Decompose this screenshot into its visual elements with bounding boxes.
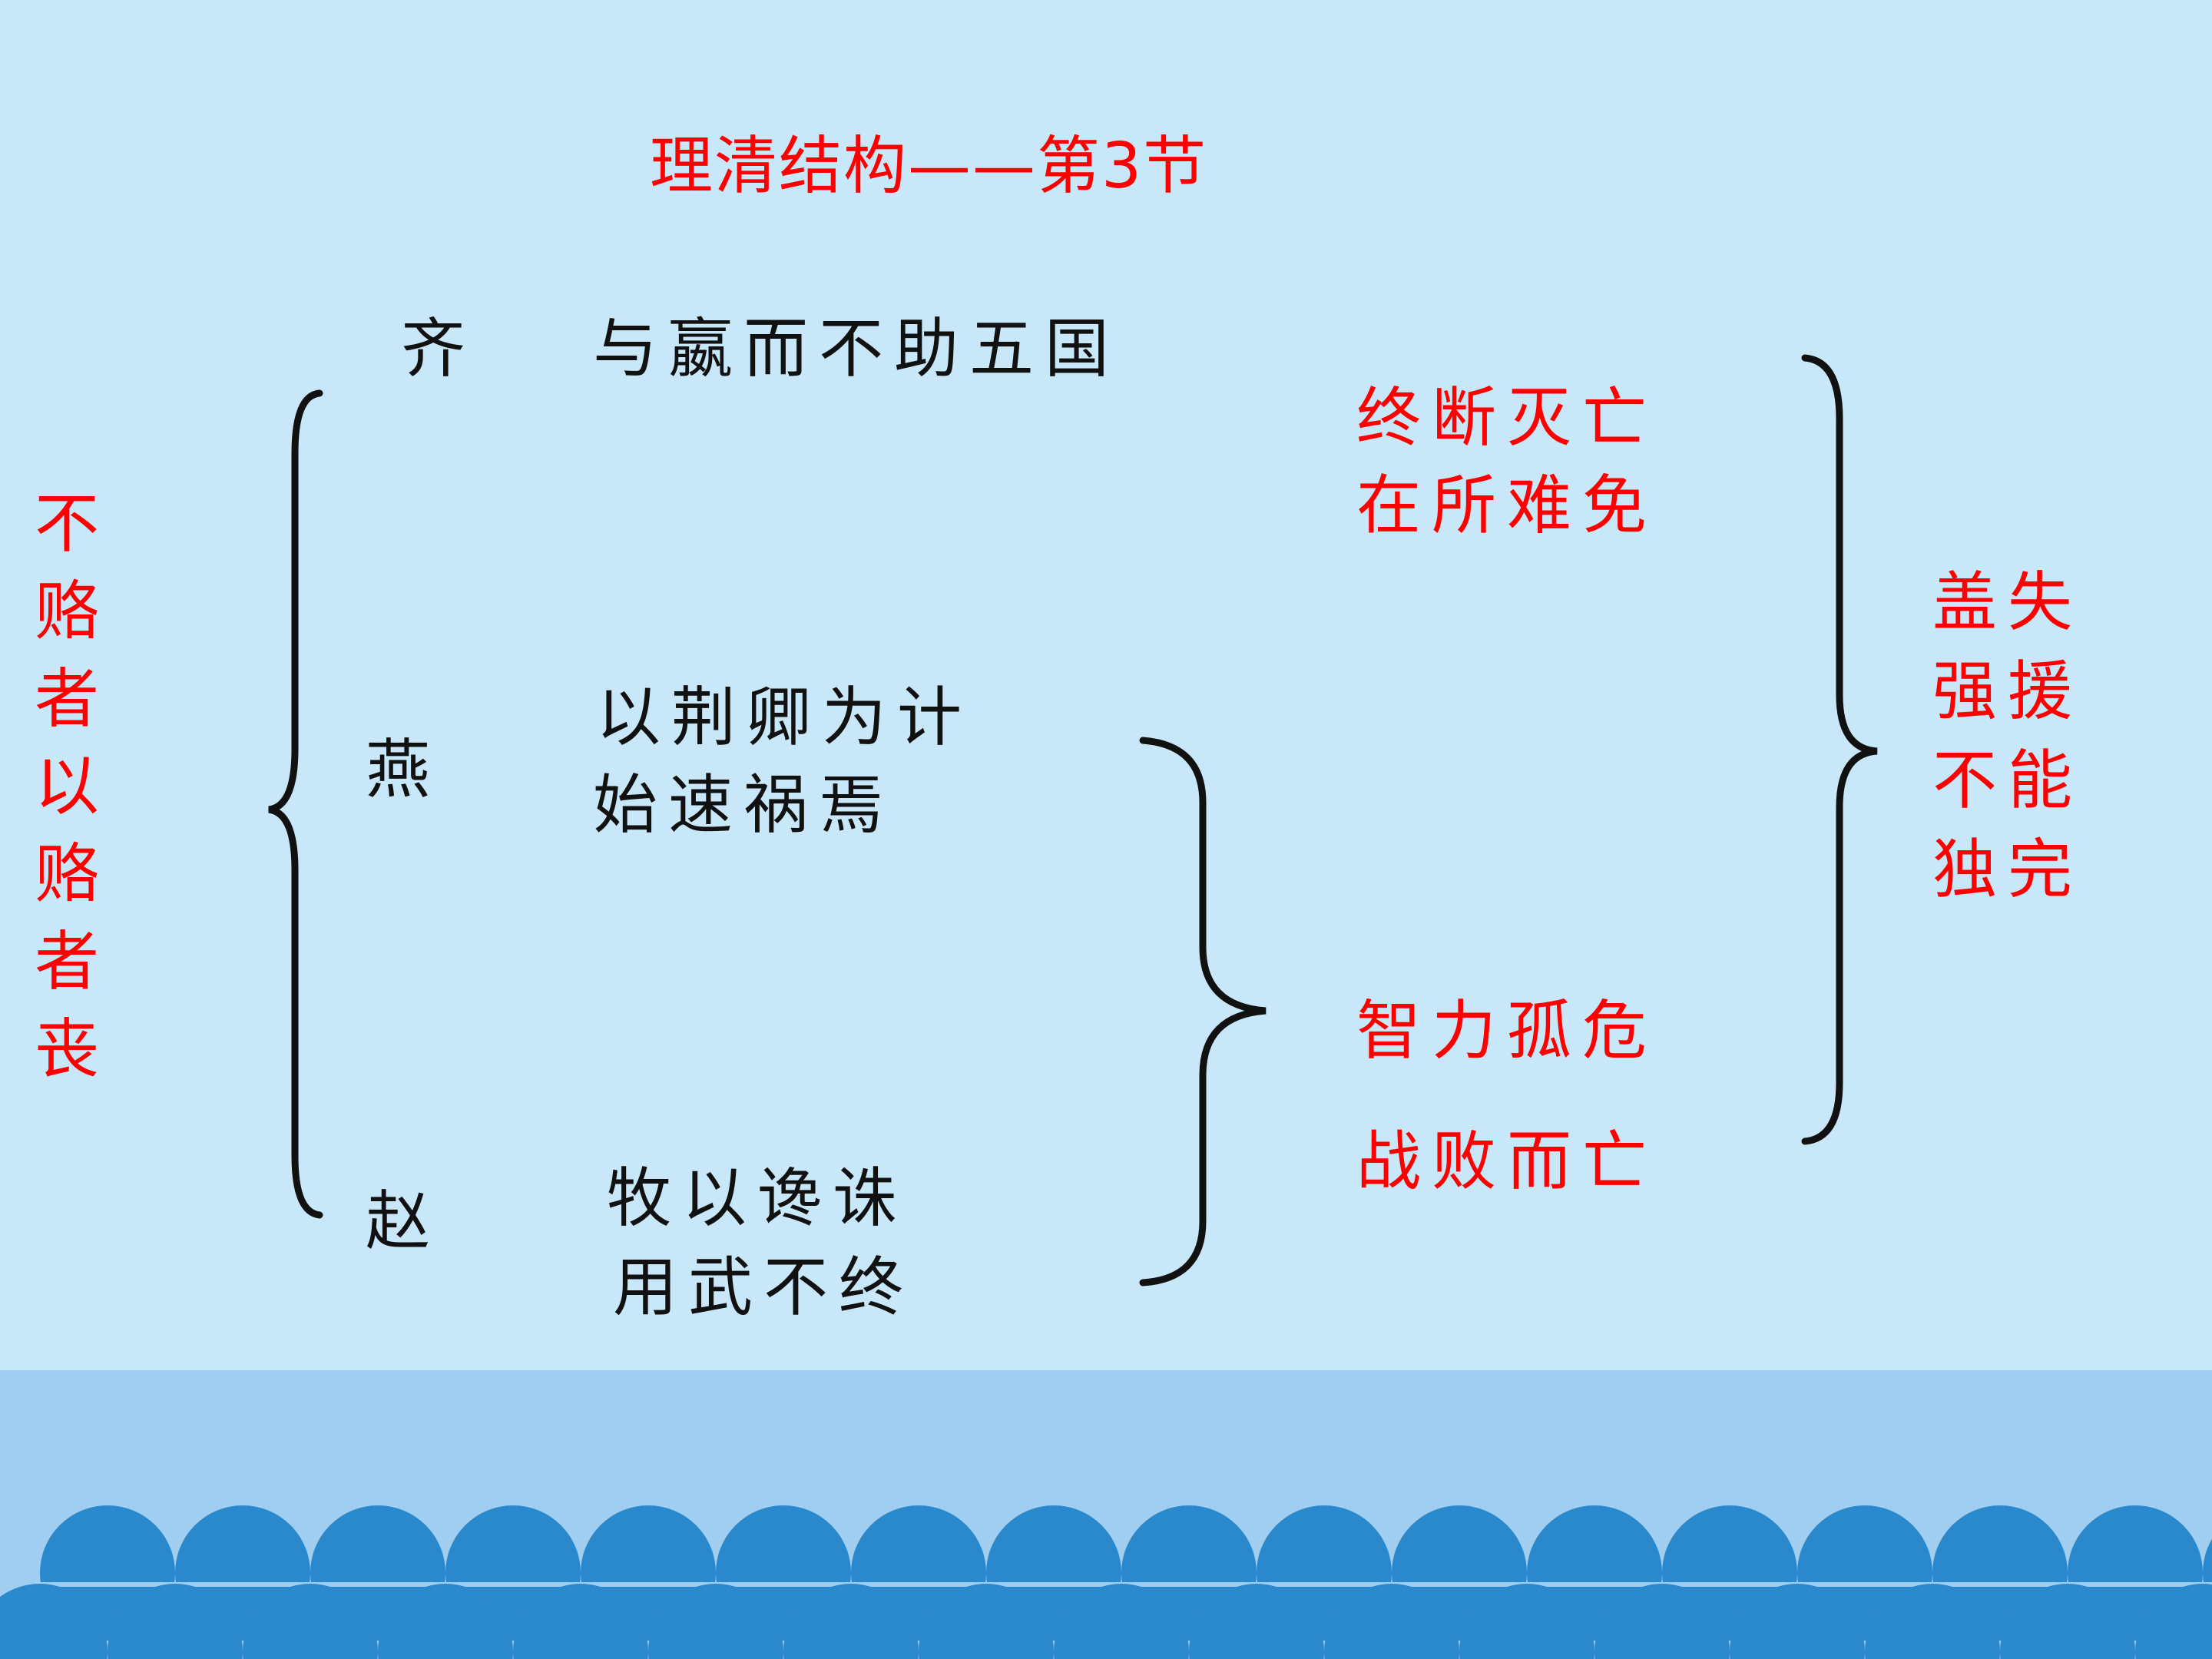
wave-scale <box>2135 1584 2212 1659</box>
result-qi-line-1: 终断灭亡 <box>1356 380 1658 455</box>
right-summary-line-2: 强援 <box>1932 654 2084 729</box>
wave-scale <box>1459 1584 1594 1659</box>
right-summary-line-3: 不能 <box>1932 743 2084 818</box>
wave-scale <box>108 1584 243 1659</box>
wave-scale <box>1865 1584 2000 1659</box>
wave-scale <box>243 1584 378 1659</box>
slide-title: 理清结构——第3节 <box>650 130 1208 203</box>
wave-scale <box>1189 1584 1324 1659</box>
left-brace <box>268 389 323 1219</box>
right-summary-line-1: 盖失 <box>1932 565 2084 640</box>
state-yan: 燕 <box>366 732 431 807</box>
wave-scale <box>648 1584 783 1659</box>
wave-scale <box>1730 1584 1865 1659</box>
middle-brace <box>1139 737 1267 1286</box>
right-brace <box>1801 354 1878 1145</box>
result-yan-zhao-line-1: 智力孤危 <box>1356 993 1658 1068</box>
right-summary-line-4: 独完 <box>1932 832 2084 907</box>
result-yan-zhao-line-2: 战败而亡 <box>1356 1124 1658 1199</box>
yan-description-line-1: 以荆卿为计 <box>596 680 973 755</box>
wave-scale <box>513 1584 648 1659</box>
result-qi-line-2: 在所难免 <box>1356 468 1658 543</box>
state-qi: 齐 <box>401 311 466 386</box>
wave-scale <box>783 1584 919 1659</box>
wave-scale <box>1324 1584 1459 1659</box>
zhao-description-line-1: 牧以谗诛 <box>607 1161 909 1236</box>
wave-scale <box>1054 1584 1189 1659</box>
left-summary: 不赂者以赂者丧 <box>34 486 99 1087</box>
wave-scale <box>919 1584 1054 1659</box>
wave-scale <box>1594 1584 1730 1659</box>
wave-divider <box>0 1582 2212 1587</box>
wave-scale <box>0 1584 108 1659</box>
state-zhao: 赵 <box>366 1184 431 1259</box>
qi-description: 与嬴而不助五国 <box>593 311 1121 386</box>
wave-scale <box>378 1584 513 1659</box>
zhao-description-line-2: 用武不终 <box>613 1250 915 1325</box>
yan-description-line-2: 始速祸焉 <box>593 767 895 843</box>
wave-scale <box>2000 1584 2135 1659</box>
